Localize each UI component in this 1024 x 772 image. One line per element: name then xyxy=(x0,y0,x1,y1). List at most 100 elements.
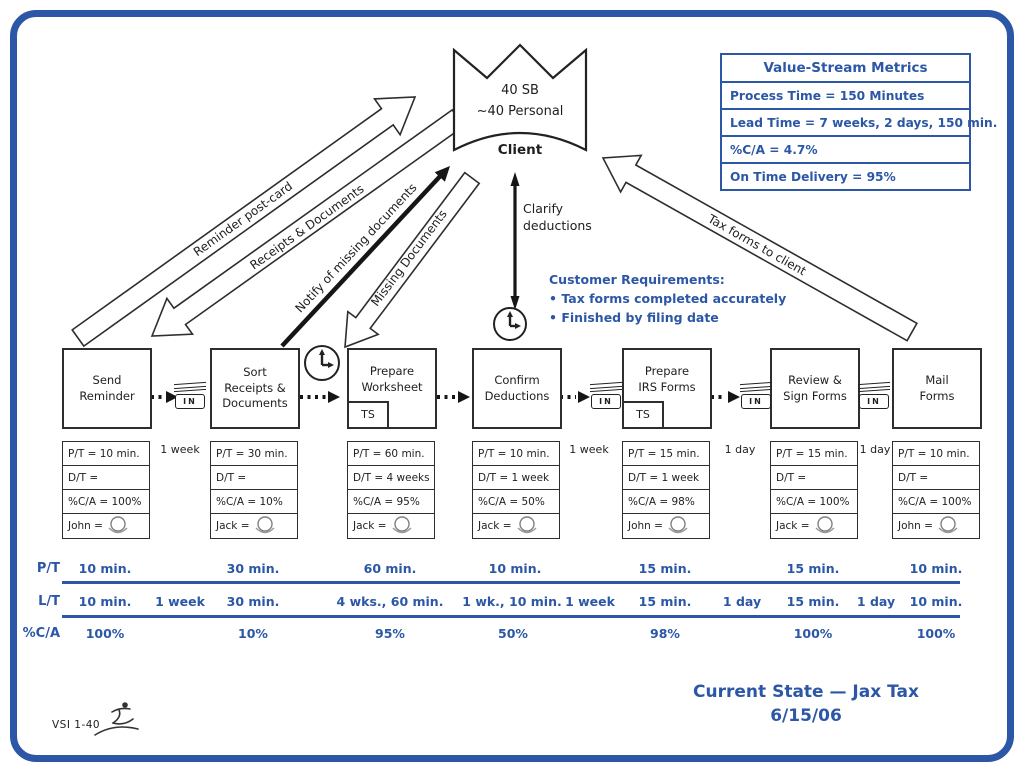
timeline-pt-value: 60 min. xyxy=(363,561,417,576)
owner-label: John = xyxy=(898,520,933,532)
clarify-arrowhead-top xyxy=(510,172,520,186)
pt-value: P/T = 60 min. xyxy=(348,442,434,466)
timeline-lt-value: 15 min. xyxy=(638,594,692,609)
reminder-postcard-arrow xyxy=(71,96,417,348)
owner-row: John = xyxy=(63,514,149,538)
inbox-tray-icon: IN xyxy=(589,381,623,409)
ca-value: %C/A = 10% xyxy=(211,490,297,514)
process-box-sort-receipts: Sort Receipts & Documents xyxy=(210,348,300,429)
notify-missing-arrowhead xyxy=(434,166,450,182)
ca-value: %C/A = 100% xyxy=(893,490,979,514)
dotted-flow-arrowheads xyxy=(166,391,740,403)
timeline-ca-value: 50% xyxy=(498,626,528,641)
person-icon xyxy=(255,516,275,534)
pt-value: P/T = 15 min. xyxy=(771,442,857,466)
owner-row: Jack = xyxy=(211,514,297,538)
notify-missing-line xyxy=(280,170,446,348)
owner-label: Jack = xyxy=(216,520,250,532)
client-crown-shape xyxy=(452,43,588,152)
clarify-deductions-label: Clarify deductions xyxy=(523,201,592,233)
value-stream-metrics-panel: Value-Stream Metrics Process Time = 150 … xyxy=(720,53,997,191)
timeline-pt-value: 10 min. xyxy=(909,561,963,576)
person-icon xyxy=(517,516,537,534)
person-icon xyxy=(668,516,688,534)
timeline-ca-label: %C/A xyxy=(22,626,60,641)
timeline-lt-value: 30 min. xyxy=(226,594,280,609)
process-name: Confirm Deductions xyxy=(484,372,550,403)
dt-value: D/T = 1 week xyxy=(473,466,559,490)
inbox-label: IN xyxy=(859,393,889,409)
tax-forms-arrow xyxy=(601,154,918,342)
timeline-lt-value: 1 week xyxy=(565,594,615,609)
clarify-arrowhead-bottom xyxy=(510,296,520,310)
timeline-lt-value: 1 week xyxy=(155,594,205,609)
data-box-send-reminder: P/T = 10 min. D/T = %C/A = 100% John = xyxy=(62,441,150,539)
inbox-label: IN xyxy=(591,393,621,409)
person-icon xyxy=(938,516,958,534)
inbox-tray-icon: IN xyxy=(739,381,773,409)
timeline-pt-value: 15 min. xyxy=(638,561,692,576)
owner-row: Jack = xyxy=(348,514,434,538)
process-box-send-reminder: Send Reminder xyxy=(62,348,152,429)
owner-label: Jack = xyxy=(776,520,810,532)
owner-label: Jack = xyxy=(478,520,512,532)
wait-label: 1 week xyxy=(160,443,200,456)
customer-requirements-title: Customer Requirements: xyxy=(549,272,725,287)
timeline-lt-value: 1 day xyxy=(722,594,762,609)
metrics-title: Value-Stream Metrics xyxy=(722,55,969,83)
map-title-line1: Current State — Jax Tax xyxy=(693,682,919,702)
ts-tab: TS xyxy=(347,401,389,429)
process-name: Send Reminder xyxy=(79,372,135,403)
owner-label: John = xyxy=(628,520,663,532)
dt-value: D/T = xyxy=(771,466,857,490)
process-box-prepare-irs-forms: Prepare IRS Forms TS xyxy=(622,348,712,429)
ca-value: %C/A = 50% xyxy=(473,490,559,514)
timeline-pt-value: 10 min. xyxy=(488,561,542,576)
ca-value: %C/A = 98% xyxy=(623,490,709,514)
data-box-sort-receipts: P/T = 30 min. D/T = %C/A = 10% Jack = xyxy=(210,441,298,539)
owner-label: Jack = xyxy=(353,520,387,532)
map-title: Current State — Jax Tax 6/15/06 xyxy=(656,680,956,728)
inbox-tray-icon: IN xyxy=(857,381,891,409)
clarify-clock-icon xyxy=(493,307,527,341)
client-label: Client xyxy=(497,142,543,158)
pt-value: P/T = 30 min. xyxy=(211,442,297,466)
data-box-mail-forms: P/T = 10 min. D/T = %C/A = 100% John = xyxy=(892,441,980,539)
wait-label: 1 day xyxy=(859,443,891,456)
wait-label: 1 week xyxy=(569,443,609,456)
process-box-confirm-deductions: Confirm Deductions xyxy=(472,348,562,429)
owner-row: Jack = xyxy=(473,514,559,538)
timeline-ca-value: 95% xyxy=(375,626,405,641)
timeline-lt-value: 1 wk., 10 min. xyxy=(462,594,562,609)
person-icon xyxy=(815,516,835,534)
data-box-prepare-irs-forms: P/T = 15 min. D/T = 1 week %C/A = 98% Jo… xyxy=(622,441,710,539)
customer-requirement-item: • Tax forms completed accurately xyxy=(549,291,787,306)
process-box-prepare-worksheet: Prepare Worksheet TS xyxy=(347,348,437,429)
dt-value: D/T = xyxy=(893,466,979,490)
process-box-review-sign-forms: Review & Sign Forms xyxy=(770,348,860,429)
process-name: Prepare Worksheet xyxy=(361,363,423,394)
ts-tab: TS xyxy=(622,401,664,429)
timeline-lt-value: 10 min. xyxy=(78,594,132,609)
timeline-ca-value: 100% xyxy=(916,626,956,641)
metric-on-time-delivery: On Time Delivery = 95% xyxy=(730,169,896,184)
owner-row: Jack = xyxy=(771,514,857,538)
dt-value: D/T = 4 weeks xyxy=(348,466,434,490)
timeline-lt-label: L/T xyxy=(38,594,60,609)
timeline-ca-value: 100% xyxy=(85,626,125,641)
map-title-line2: 6/15/06 xyxy=(770,706,842,726)
metric-process-time: Process Time = 150 Minutes xyxy=(722,83,969,110)
dt-value: D/T = xyxy=(63,466,149,490)
vsi-logo-icon xyxy=(94,702,139,736)
data-box-confirm-deductions: P/T = 10 min. D/T = 1 week %C/A = 50% Ja… xyxy=(472,441,560,539)
timeline-pt-value: 15 min. xyxy=(786,561,840,576)
metric-pct-ca: %C/A = 4.7% xyxy=(722,137,969,164)
owner-row: John = xyxy=(893,514,979,538)
customer-requirement-item: • Finished by filing date xyxy=(549,310,719,325)
dt-value: D/T = 1 week xyxy=(623,466,709,490)
ca-value: %C/A = 100% xyxy=(63,490,149,514)
inbox-tray-icon: IN xyxy=(173,381,207,409)
pt-value: P/T = 15 min. xyxy=(623,442,709,466)
ca-value: %C/A = 95% xyxy=(348,490,434,514)
